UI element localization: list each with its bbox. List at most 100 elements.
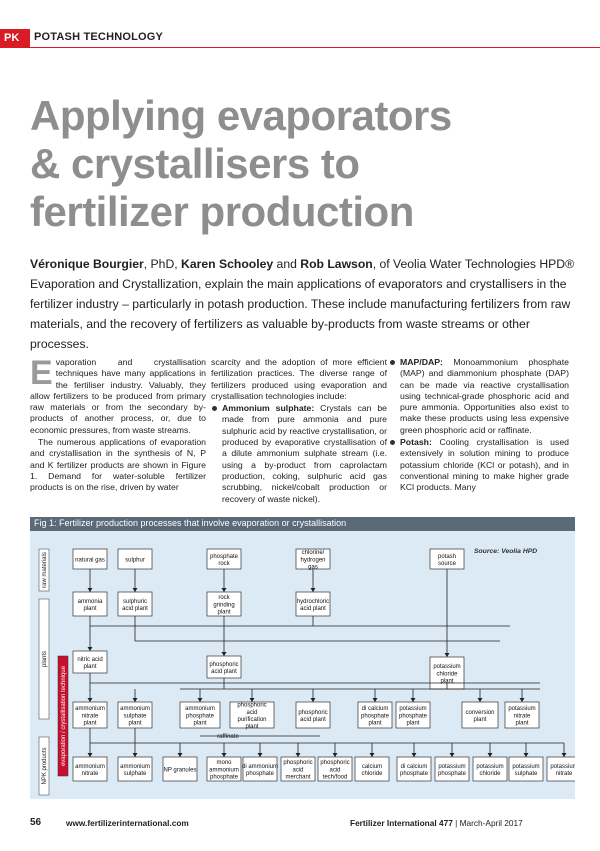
arrow-head bbox=[87, 753, 93, 757]
tech-1-label: plant bbox=[128, 721, 141, 727]
product-0-box bbox=[72, 756, 108, 782]
author-name: Véronique Bourgier bbox=[30, 257, 144, 271]
product-8-label: di calcium bbox=[401, 764, 428, 770]
tech-2-label: phosphate bbox=[186, 713, 215, 719]
plant-2-label: rock bbox=[218, 595, 230, 601]
plant-0-label: plant bbox=[83, 606, 96, 612]
tech-1-label: sulphate bbox=[124, 713, 147, 719]
potassium-chloride-label: plant bbox=[440, 679, 453, 685]
drop-cap: E bbox=[30, 354, 53, 392]
arrow-head bbox=[295, 753, 301, 757]
page-number: 56 bbox=[30, 817, 42, 828]
plant-3-label: hydrochloric bbox=[297, 599, 329, 605]
tech-6-label: plant bbox=[406, 721, 419, 727]
product-8-label: phosphate bbox=[400, 771, 429, 777]
product-6-label: tech/food bbox=[323, 775, 348, 781]
section-title: POTASH TECHNOLOGY bbox=[34, 31, 164, 43]
tech-6-label: phosphate bbox=[399, 713, 428, 719]
body-paragraph: The numerous applications of evaporation… bbox=[30, 437, 206, 493]
product-7-label: calcium bbox=[362, 764, 382, 770]
tech-5-label: di calcium bbox=[362, 706, 389, 712]
tech-4-label: phosphoric bbox=[298, 710, 327, 716]
phosphoric-acid-label: acid plant bbox=[211, 669, 237, 675]
tech-4-box bbox=[295, 701, 331, 729]
tech-3-label: purification bbox=[237, 717, 266, 723]
product-1-label: sulphate bbox=[124, 771, 147, 777]
arrow-head bbox=[477, 698, 483, 702]
plant-1-label: sulphuric bbox=[123, 599, 147, 605]
technique-label bbox=[57, 655, 69, 777]
product-6-label: acid bbox=[329, 767, 340, 773]
tech-7-label: plant bbox=[473, 717, 486, 723]
raw-0-label: natural gas bbox=[75, 557, 105, 563]
headline-line-3: fertilizer production bbox=[30, 188, 414, 235]
issue-date: | March-April 2017 bbox=[452, 818, 523, 828]
tech-3-label: plant bbox=[245, 724, 258, 730]
tech-0-label: ammonium bbox=[75, 706, 105, 712]
plant-0-box bbox=[72, 591, 108, 617]
bullet-heading: Potash: bbox=[400, 437, 432, 448]
tech-5-label: plant bbox=[368, 721, 381, 727]
product-3-label: mono bbox=[216, 760, 232, 766]
tech-6-box bbox=[395, 701, 431, 729]
tech-2-box bbox=[179, 701, 221, 729]
headline-line-1: Applying evaporators bbox=[30, 92, 452, 139]
body-paragraph: vaporation and crystallisation technique… bbox=[30, 357, 206, 435]
author-name: Rob Lawson bbox=[300, 257, 373, 271]
bullet-item: Ammonium sulphate: Crystals can be made … bbox=[211, 403, 387, 505]
arrow-head bbox=[310, 698, 316, 702]
technique-label-text: evaporation / crystallisation technique bbox=[61, 665, 67, 766]
product-3-label: ammonium bbox=[209, 767, 239, 773]
arrow-head bbox=[449, 753, 455, 757]
tech-1-label: ammonium bbox=[120, 706, 150, 712]
arrow-head bbox=[444, 653, 450, 657]
arrow-head bbox=[410, 698, 416, 702]
tech-7-box bbox=[461, 701, 499, 729]
side-label-raw-text: raw materials bbox=[42, 552, 48, 588]
bullet-text: Monoammonium phosphate (MAP) and diammon… bbox=[400, 357, 569, 435]
footer-url[interactable]: www.fertilizerinternational.com bbox=[66, 818, 189, 828]
product-8-box bbox=[396, 756, 432, 782]
product-4-label: di ammonium bbox=[242, 764, 278, 770]
arrow-head bbox=[87, 698, 93, 702]
product-5-label: acid bbox=[292, 767, 303, 773]
tech-0-label: nitrate bbox=[82, 713, 99, 719]
product-7-label: chloride bbox=[361, 771, 383, 777]
arrow-head bbox=[197, 698, 203, 702]
arrow-head bbox=[411, 753, 417, 757]
standfirst-text: and bbox=[273, 257, 301, 271]
arrow-head bbox=[372, 698, 378, 702]
tech-3-label: acid bbox=[246, 710, 257, 716]
product-2-label: NP granules bbox=[164, 767, 197, 773]
product-10-label: chloride bbox=[479, 771, 501, 777]
tech-3-label: phosphoric bbox=[237, 703, 266, 709]
product-12-label: nitrate bbox=[556, 771, 573, 777]
product-3-box bbox=[206, 756, 242, 782]
raw-2-label: rock bbox=[218, 561, 230, 567]
raw-4-label: potash bbox=[438, 554, 456, 560]
raw-1-label: sulphur bbox=[125, 557, 145, 563]
product-10-box bbox=[472, 756, 508, 782]
arrow-head bbox=[87, 647, 93, 651]
tech-1-box bbox=[117, 701, 153, 729]
bullet-heading: Ammonium sulphate: bbox=[222, 403, 315, 414]
bullet-item: MAP/DAP: Monoammonium phosphate (MAP) an… bbox=[389, 357, 569, 436]
arrow-head bbox=[221, 652, 227, 656]
arrow-head bbox=[369, 753, 375, 757]
plant-0-label: ammonia bbox=[78, 599, 103, 605]
arrow-head bbox=[332, 753, 338, 757]
figure-title-bar: Fig 1: Fertilizer production processes t… bbox=[30, 517, 575, 531]
plant-2-label: plant bbox=[217, 610, 230, 616]
header-rule bbox=[0, 47, 600, 48]
figure-1: Fig 1: Fertilizer production processes t… bbox=[30, 517, 575, 799]
arrow-head bbox=[132, 753, 138, 757]
footer-issue: Fertilizer International 477 | March-Apr… bbox=[350, 818, 523, 828]
section-badge: PK bbox=[0, 29, 30, 47]
product-1-label: ammonium bbox=[120, 764, 150, 770]
product-9-label: potassium bbox=[438, 764, 465, 770]
product-9-label: phosphate bbox=[438, 771, 467, 777]
product-11-box bbox=[508, 756, 544, 782]
arrow-head bbox=[132, 698, 138, 702]
standfirst-text: , of Veolia Water Technologies HPD® Evap… bbox=[30, 257, 575, 351]
